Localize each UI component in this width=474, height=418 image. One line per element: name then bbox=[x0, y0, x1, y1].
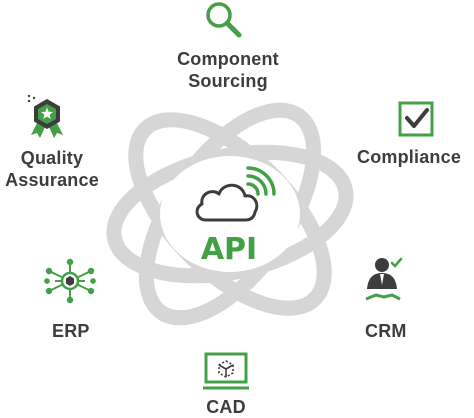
checkbox-icon bbox=[398, 101, 434, 137]
award-badge-icon bbox=[27, 94, 63, 138]
node-label-compliance: Compliance bbox=[357, 146, 461, 168]
label-line: Compliance bbox=[357, 147, 462, 167]
network-hub-icon bbox=[44, 258, 96, 304]
node-label-erp: ERP bbox=[52, 320, 90, 342]
label-line: ERP bbox=[52, 321, 90, 341]
label-line: Assurance bbox=[5, 170, 99, 190]
label-line: CAD bbox=[206, 397, 246, 417]
node-label-cad: CAD bbox=[196, 396, 256, 418]
label-line: Component bbox=[177, 49, 279, 69]
label-line: Sourcing bbox=[188, 71, 268, 91]
label-line: CRM bbox=[365, 321, 407, 341]
node-label-component-sourcing: Component Sourcing bbox=[168, 48, 288, 92]
monitor-cube-icon bbox=[203, 352, 249, 390]
label-line: Quality bbox=[20, 148, 84, 168]
node-label-crm: CRM bbox=[365, 320, 407, 342]
magnifier-icon bbox=[206, 2, 242, 38]
api-label: API bbox=[200, 232, 258, 267]
businessman-handshake-icon bbox=[365, 257, 403, 301]
cloud-wifi-icon bbox=[195, 166, 276, 222]
node-label-quality-assurance: Quality Assurance bbox=[0, 147, 104, 191]
